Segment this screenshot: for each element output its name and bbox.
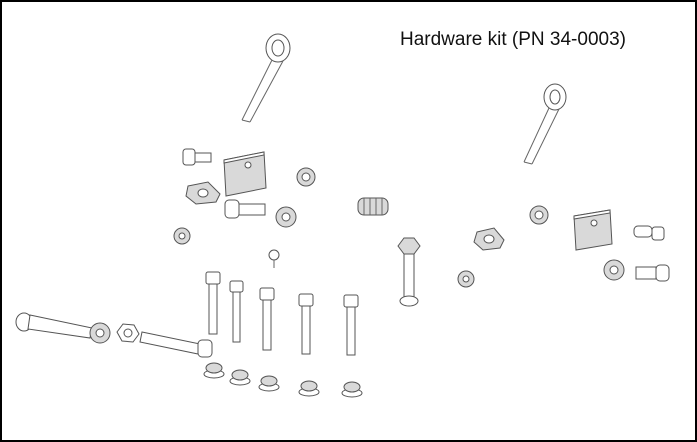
offset-washer-right	[473, 227, 505, 251]
hex-nut-left-top	[296, 167, 316, 187]
small-nut-left	[173, 227, 191, 245]
cap-screw-4	[298, 293, 314, 355]
cap-screw-3	[259, 287, 275, 351]
cap-screw-5	[343, 294, 359, 356]
offset-washer-left	[185, 181, 221, 205]
flange-nut-3	[258, 375, 280, 392]
pivot-nut-1	[89, 322, 111, 344]
carriage-bolt-right	[635, 264, 670, 282]
flange-nut-4	[298, 380, 320, 397]
eye-bolt-right	[523, 83, 567, 165]
flange-nut-5	[341, 381, 363, 398]
eye-bolt-left	[241, 33, 291, 123]
hex-nut-right-top	[529, 205, 549, 225]
small-nut-right	[457, 270, 475, 288]
short-bolt-left	[182, 148, 212, 166]
square-plate-left	[223, 151, 267, 197]
spring	[357, 197, 389, 216]
lock-nut-right	[603, 259, 625, 281]
flange-nut-1	[203, 362, 225, 379]
lock-nut-left	[275, 206, 297, 228]
short-bolt-right	[633, 225, 665, 241]
long-hex-bolt-center	[397, 237, 421, 307]
flange-nut-2	[229, 369, 251, 386]
square-plate-right	[573, 209, 613, 251]
long-pivot-bolt-left	[15, 312, 93, 339]
pivot-nut-2	[116, 323, 140, 343]
small-bolt-center	[268, 249, 280, 268]
cap-screw-2	[229, 280, 244, 343]
long-pivot-bolt-right	[139, 331, 213, 358]
cap-screw-1	[205, 271, 221, 335]
carriage-bolt-left	[224, 199, 266, 219]
diagram-title: Hardware kit (PN 34-0003)	[400, 29, 626, 50]
